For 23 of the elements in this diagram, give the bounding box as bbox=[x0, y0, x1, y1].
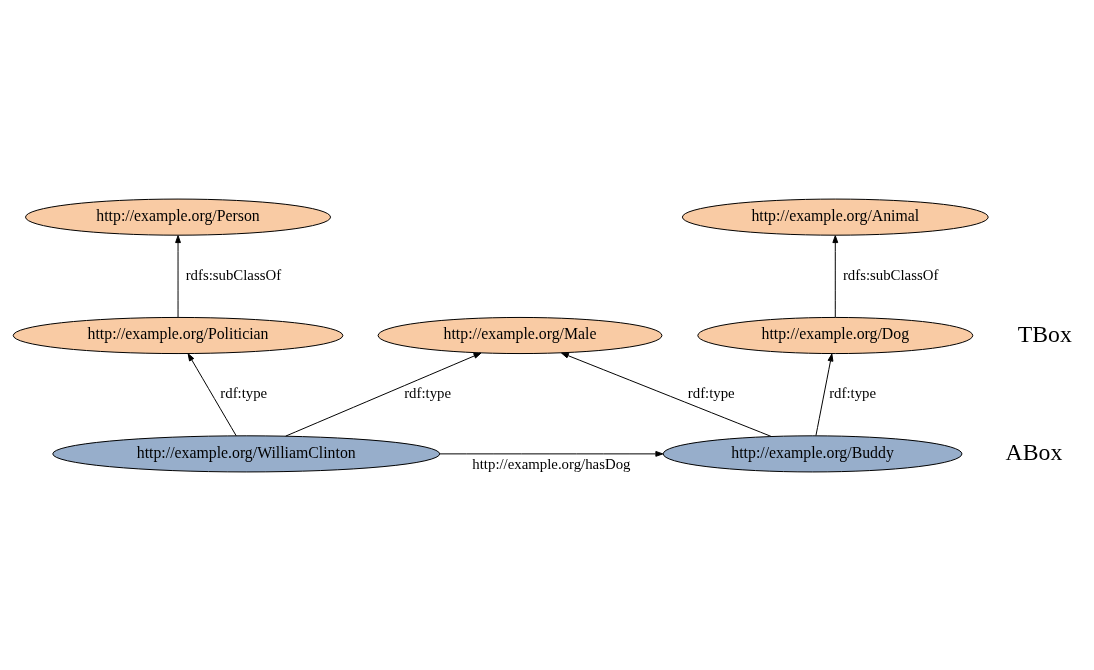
node-ellipse: http://example.org/Person bbox=[25, 198, 332, 236]
node-ellipse: http://example.org/Male bbox=[377, 316, 663, 354]
label: TBox bbox=[1017, 320, 1072, 347]
node-ellipse: http://example.org/WilliamClinton bbox=[52, 434, 441, 472]
arrow bbox=[560, 352, 772, 437]
arrow bbox=[832, 234, 839, 318]
node-ellipse: http://example.org/Dog bbox=[697, 316, 974, 354]
arrow bbox=[439, 450, 664, 457]
edge-label: rdf:type bbox=[220, 384, 268, 401]
arrow bbox=[175, 234, 181, 318]
arrow bbox=[187, 352, 237, 436]
edge-label: rdfs:subClassOf bbox=[842, 266, 939, 283]
edge-label: rdf:type bbox=[829, 384, 877, 401]
arrow bbox=[815, 353, 834, 436]
edge-label: http://example.org/hasDog bbox=[472, 455, 631, 472]
edge-label: rdf:type bbox=[687, 384, 735, 401]
edge-label: rdfs:subClassOf bbox=[185, 266, 282, 283]
edge-label: rdf:type bbox=[404, 384, 452, 401]
label: ABox bbox=[1005, 438, 1063, 465]
node-ellipse: http://example.org/Politician bbox=[12, 316, 344, 354]
arrow bbox=[285, 352, 482, 437]
node-ellipse: http://example.org/Animal bbox=[681, 198, 989, 236]
node-ellipse: http://example.org/Buddy bbox=[662, 434, 963, 472]
